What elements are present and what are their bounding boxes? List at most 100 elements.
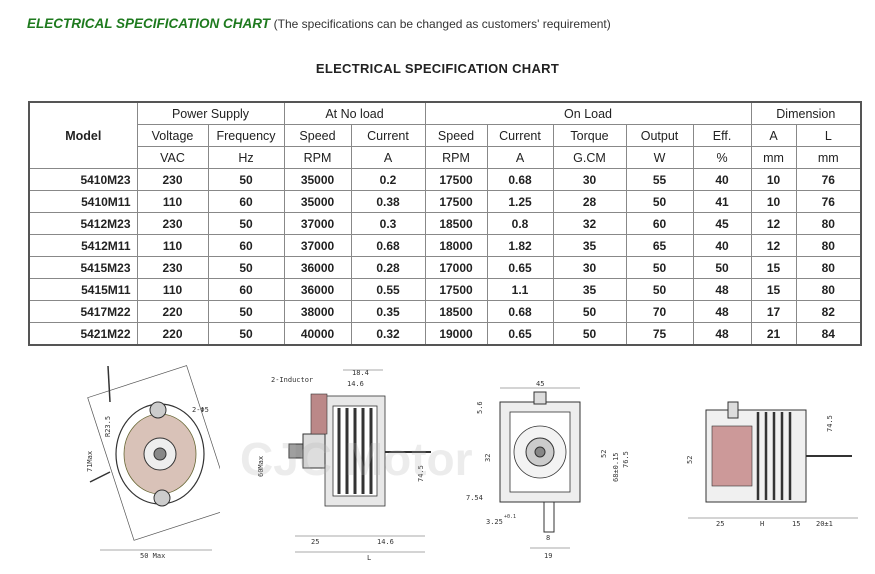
column-header: L bbox=[795, 124, 862, 147]
table-cell: 60 bbox=[207, 234, 285, 257]
table-cell: 40000 bbox=[283, 322, 352, 346]
table-cell: 0.65 bbox=[486, 256, 554, 279]
unit-header: A bbox=[350, 146, 426, 169]
column-header: Voltage bbox=[136, 124, 209, 147]
table-cell: 84 bbox=[795, 322, 862, 346]
table-cell: 50 bbox=[207, 212, 285, 235]
table-cell: 1.1 bbox=[486, 278, 554, 301]
table-cell: 40 bbox=[692, 168, 752, 191]
table-cell: 110 bbox=[136, 190, 209, 213]
dim-view4-4: H bbox=[760, 520, 764, 528]
dim-view4-2: 74.5 bbox=[826, 415, 834, 432]
column-header: Current bbox=[486, 124, 554, 147]
header-title: ELECTRICAL SPECIFICATION CHART bbox=[27, 16, 271, 31]
table-cell: 35 bbox=[552, 278, 627, 301]
table-cell: 48 bbox=[692, 278, 752, 301]
dim-view3-2: 5.6 bbox=[476, 401, 484, 414]
table-cell: 35000 bbox=[283, 168, 352, 191]
unit-header: VAC bbox=[136, 146, 209, 169]
table-cell: 50 bbox=[552, 322, 627, 346]
table-cell: 17500 bbox=[424, 190, 488, 213]
model-cell: 5410M11 bbox=[28, 190, 138, 213]
table-cell: 18000 bbox=[424, 234, 488, 257]
dim-view4-3: 25 bbox=[716, 520, 724, 528]
unit-header: RPM bbox=[283, 146, 352, 169]
dim-view2-1: 18.4 bbox=[352, 369, 369, 377]
table-cell: 32 bbox=[552, 212, 627, 235]
unit-header: Hz bbox=[207, 146, 285, 169]
model-cell: 5415M11 bbox=[28, 278, 138, 301]
no-load-header: At No load bbox=[283, 101, 426, 125]
table-cell: 48 bbox=[692, 300, 752, 323]
table-cell: 80 bbox=[795, 212, 862, 235]
table-cell: 36000 bbox=[283, 278, 352, 301]
column-header: Speed bbox=[283, 124, 352, 147]
table-cell: 12 bbox=[750, 212, 797, 235]
table-cell: 0.28 bbox=[350, 256, 426, 279]
table-cell: 50 bbox=[207, 168, 285, 191]
table-cell: 220 bbox=[136, 300, 209, 323]
column-header: Output bbox=[625, 124, 694, 147]
dim-view3-10: 8 bbox=[546, 534, 550, 542]
header-note: (The specifications can be changed as cu… bbox=[273, 17, 611, 31]
dimension-header: Dimension bbox=[750, 101, 862, 125]
table-cell: 60 bbox=[207, 190, 285, 213]
dim-view3-7: 7.54 bbox=[466, 494, 483, 502]
table-cell: 41 bbox=[692, 190, 752, 213]
drawing-rear-view: 52 74.5 25 H 15 20±1 bbox=[686, 401, 858, 528]
table-cell: 37000 bbox=[283, 212, 352, 235]
table-cell: 50 bbox=[625, 256, 694, 279]
table-cell: 50 bbox=[692, 256, 752, 279]
table-cell: 15 bbox=[750, 278, 797, 301]
watermark: CJC Motor bbox=[240, 433, 473, 485]
table-cell: 19000 bbox=[424, 322, 488, 346]
column-header: A bbox=[750, 124, 797, 147]
table-cell: 0.3 bbox=[350, 212, 426, 235]
dim-view3-3: 32 bbox=[484, 454, 492, 462]
table-cell: 12 bbox=[750, 234, 797, 257]
table-cell: 10 bbox=[750, 168, 797, 191]
dim-view3-9: +0.1 bbox=[504, 514, 516, 520]
unit-header: RPM bbox=[424, 146, 488, 169]
table-cell: 37000 bbox=[283, 234, 352, 257]
table-cell: 45 bbox=[692, 212, 752, 235]
dim-view2-7: L bbox=[367, 554, 371, 562]
table-cell: 230 bbox=[136, 212, 209, 235]
dim-view2-3: 60Max bbox=[257, 456, 265, 477]
column-header: Eff. bbox=[692, 124, 752, 147]
table-cell: 0.65 bbox=[486, 322, 554, 346]
table-cell: 35000 bbox=[283, 190, 352, 213]
table-cell: 1.25 bbox=[486, 190, 554, 213]
dim-view3-6: 76.5 bbox=[622, 451, 630, 468]
technical-drawings: 50 Max 71Max R23.5 2-Φ5 2-Inductor 18.4 … bbox=[0, 362, 875, 567]
table-cell: 35 bbox=[552, 234, 627, 257]
table-cell: 80 bbox=[795, 234, 862, 257]
drawing-side-view: 2-Inductor 18.4 14.6 60Max 74.5 25 14.6 … bbox=[257, 369, 431, 562]
dim-view2-2: 14.6 bbox=[347, 380, 364, 388]
table-cell: 110 bbox=[136, 278, 209, 301]
table-cell: 17500 bbox=[424, 278, 488, 301]
table-cell: 76 bbox=[795, 168, 862, 191]
dim-view1-d: 2-Φ5 bbox=[192, 406, 209, 414]
table-cell: 230 bbox=[136, 256, 209, 279]
dim-view1-a: 50 Max bbox=[140, 552, 165, 560]
dim-view3-8: 3.25 bbox=[486, 518, 503, 526]
dim-view4-1: 52 bbox=[686, 456, 694, 464]
unit-header: mm bbox=[795, 146, 862, 169]
dim-view3-1: 45 bbox=[536, 380, 544, 388]
table-cell: 38000 bbox=[283, 300, 352, 323]
table-cell: 30 bbox=[552, 168, 627, 191]
table-cell: 50 bbox=[207, 300, 285, 323]
model-cell: 5415M23 bbox=[28, 256, 138, 279]
table-cell: 30 bbox=[552, 256, 627, 279]
dim-view4-5: 15 bbox=[792, 520, 800, 528]
inductor-label: 2-Inductor bbox=[271, 376, 313, 384]
unit-header: W bbox=[625, 146, 694, 169]
table-cell: 17500 bbox=[424, 168, 488, 191]
table-cell: 0.68 bbox=[486, 168, 554, 191]
model-cell: 5417M22 bbox=[28, 300, 138, 323]
column-header: Current bbox=[350, 124, 426, 147]
